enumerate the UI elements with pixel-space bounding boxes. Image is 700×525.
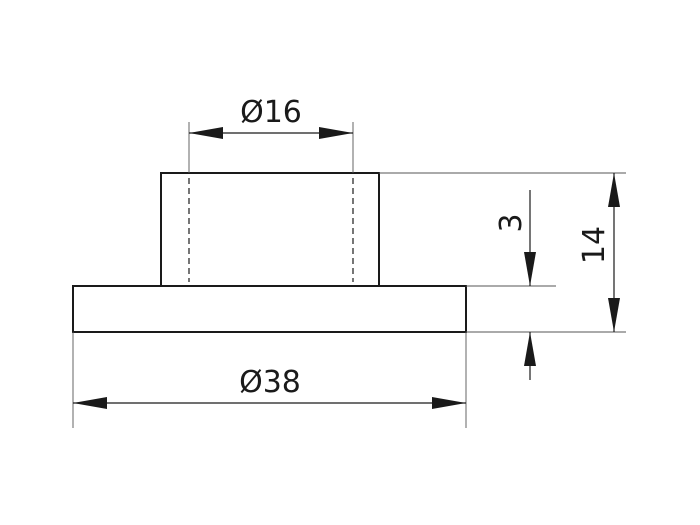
extension-lines xyxy=(72,122,626,428)
part-outline xyxy=(72,172,467,333)
dimension-inner-diameter: Ø16 xyxy=(189,95,353,139)
flange-outline xyxy=(72,285,467,333)
arrow-d16-left xyxy=(189,127,223,139)
bore-hidden-lines xyxy=(188,178,354,282)
arrow-3-top xyxy=(524,252,536,286)
dimension-flange-thickness: 3 xyxy=(494,190,536,380)
arrow-d38-left xyxy=(73,397,107,409)
arrow-d16-right xyxy=(319,127,353,139)
label-flange-thickness: 3 xyxy=(494,213,529,232)
arrow-14-top xyxy=(608,173,620,207)
label-total-height: 14 xyxy=(577,226,612,264)
boss-outline xyxy=(160,172,380,287)
dimension-outer-diameter: Ø38 xyxy=(73,365,466,409)
dimension-total-height: 14 xyxy=(577,173,620,332)
arrow-d38-right xyxy=(432,397,466,409)
arrow-14-bottom xyxy=(608,298,620,332)
label-inner-diameter: Ø16 xyxy=(240,95,302,130)
label-outer-diameter: Ø38 xyxy=(239,365,301,400)
arrow-3-bottom xyxy=(524,332,536,366)
